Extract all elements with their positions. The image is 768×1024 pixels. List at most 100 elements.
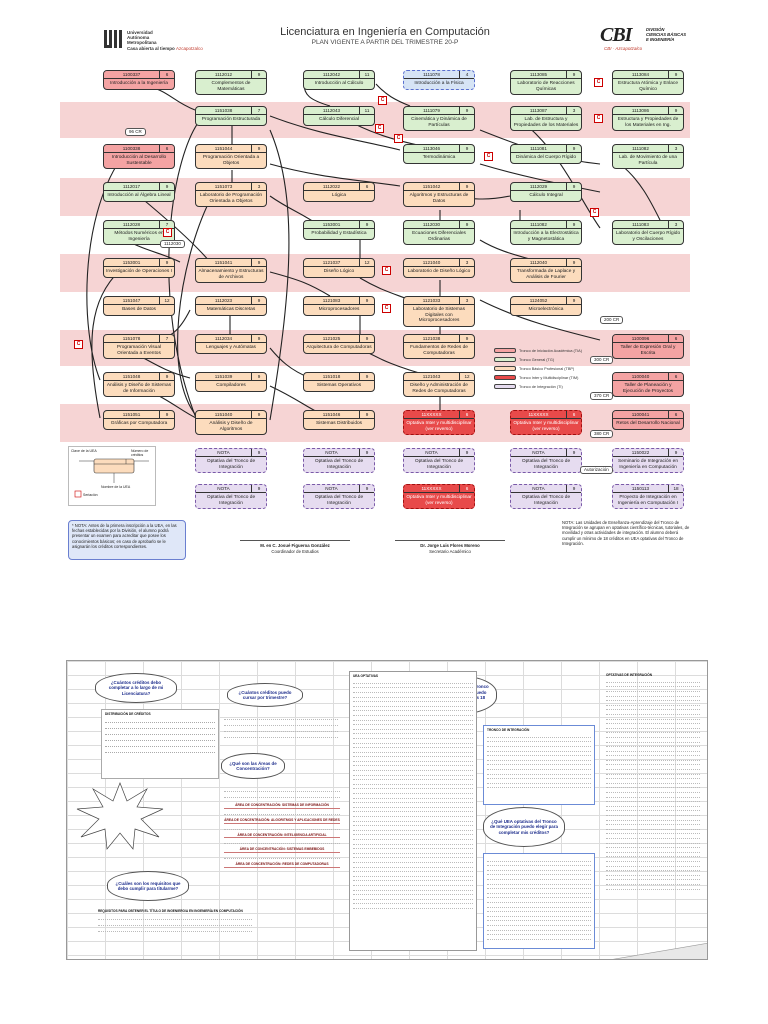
course-name: Laboratorio del Cuerpo Rígido y Oscilaci…	[615, 231, 681, 242]
course-code: 1150113	[613, 485, 669, 492]
course-name: Sistemas Distribuidos	[315, 421, 363, 426]
text-line	[606, 684, 700, 688]
course-name: Optativa del Tronco de Integración	[314, 459, 364, 470]
course-credits: 9	[572, 146, 576, 151]
course-name: Laboratorio de Sistemas Digitales con Mi…	[413, 307, 465, 324]
text-line	[487, 758, 591, 761]
uam-logo: Universidad Autónoma Metropolitana Casa …	[103, 28, 213, 54]
prereq-marker: C	[382, 304, 391, 313]
course-code: 1121025	[304, 335, 360, 342]
question-cloud: ¿Qué son las Áreas de Concentración?	[221, 753, 285, 779]
title-requirements-panel: REQUISITOS PARA OBTENER EL TÍTULO DE ING…	[95, 907, 255, 957]
signature-line	[240, 540, 350, 541]
prereq-marker: C	[594, 114, 603, 123]
course-name: Optativa Inter y multidisciplinar (ver r…	[406, 495, 472, 506]
course-name: Optativa del Tronco de Integración	[314, 495, 364, 506]
course-credits: 9	[572, 486, 576, 491]
course-code: 1151046	[304, 411, 360, 418]
text-line	[353, 883, 473, 886]
integration-lines	[487, 735, 591, 789]
text-line	[353, 718, 473, 721]
integration-optativas-panel: TRONCO DE INTEGRACIÓN	[483, 725, 595, 805]
course-name: Optativa del Tronco de Integración	[521, 459, 571, 470]
course-credits: 3	[465, 260, 469, 265]
credit-requirement-tag: 96 CR	[125, 128, 146, 136]
credit-distribution-panel: DISTRIBUCIÓN DE CRÉDITOS	[101, 709, 219, 779]
course-credits: 9	[257, 72, 261, 77]
uam-emblem-icon	[104, 30, 122, 48]
text-line	[487, 937, 591, 940]
course-name: Gráficas por Computadora	[110, 421, 168, 426]
signer-name: Dr. Jorge Luis Flores Moreno	[420, 543, 480, 548]
text-line	[606, 735, 700, 738]
signer-role: Coordinador de Estudios	[271, 548, 319, 554]
text-line	[606, 785, 700, 789]
text-line	[353, 800, 473, 804]
text-line	[487, 909, 591, 913]
text-line	[487, 928, 591, 931]
text-line	[606, 841, 700, 844]
